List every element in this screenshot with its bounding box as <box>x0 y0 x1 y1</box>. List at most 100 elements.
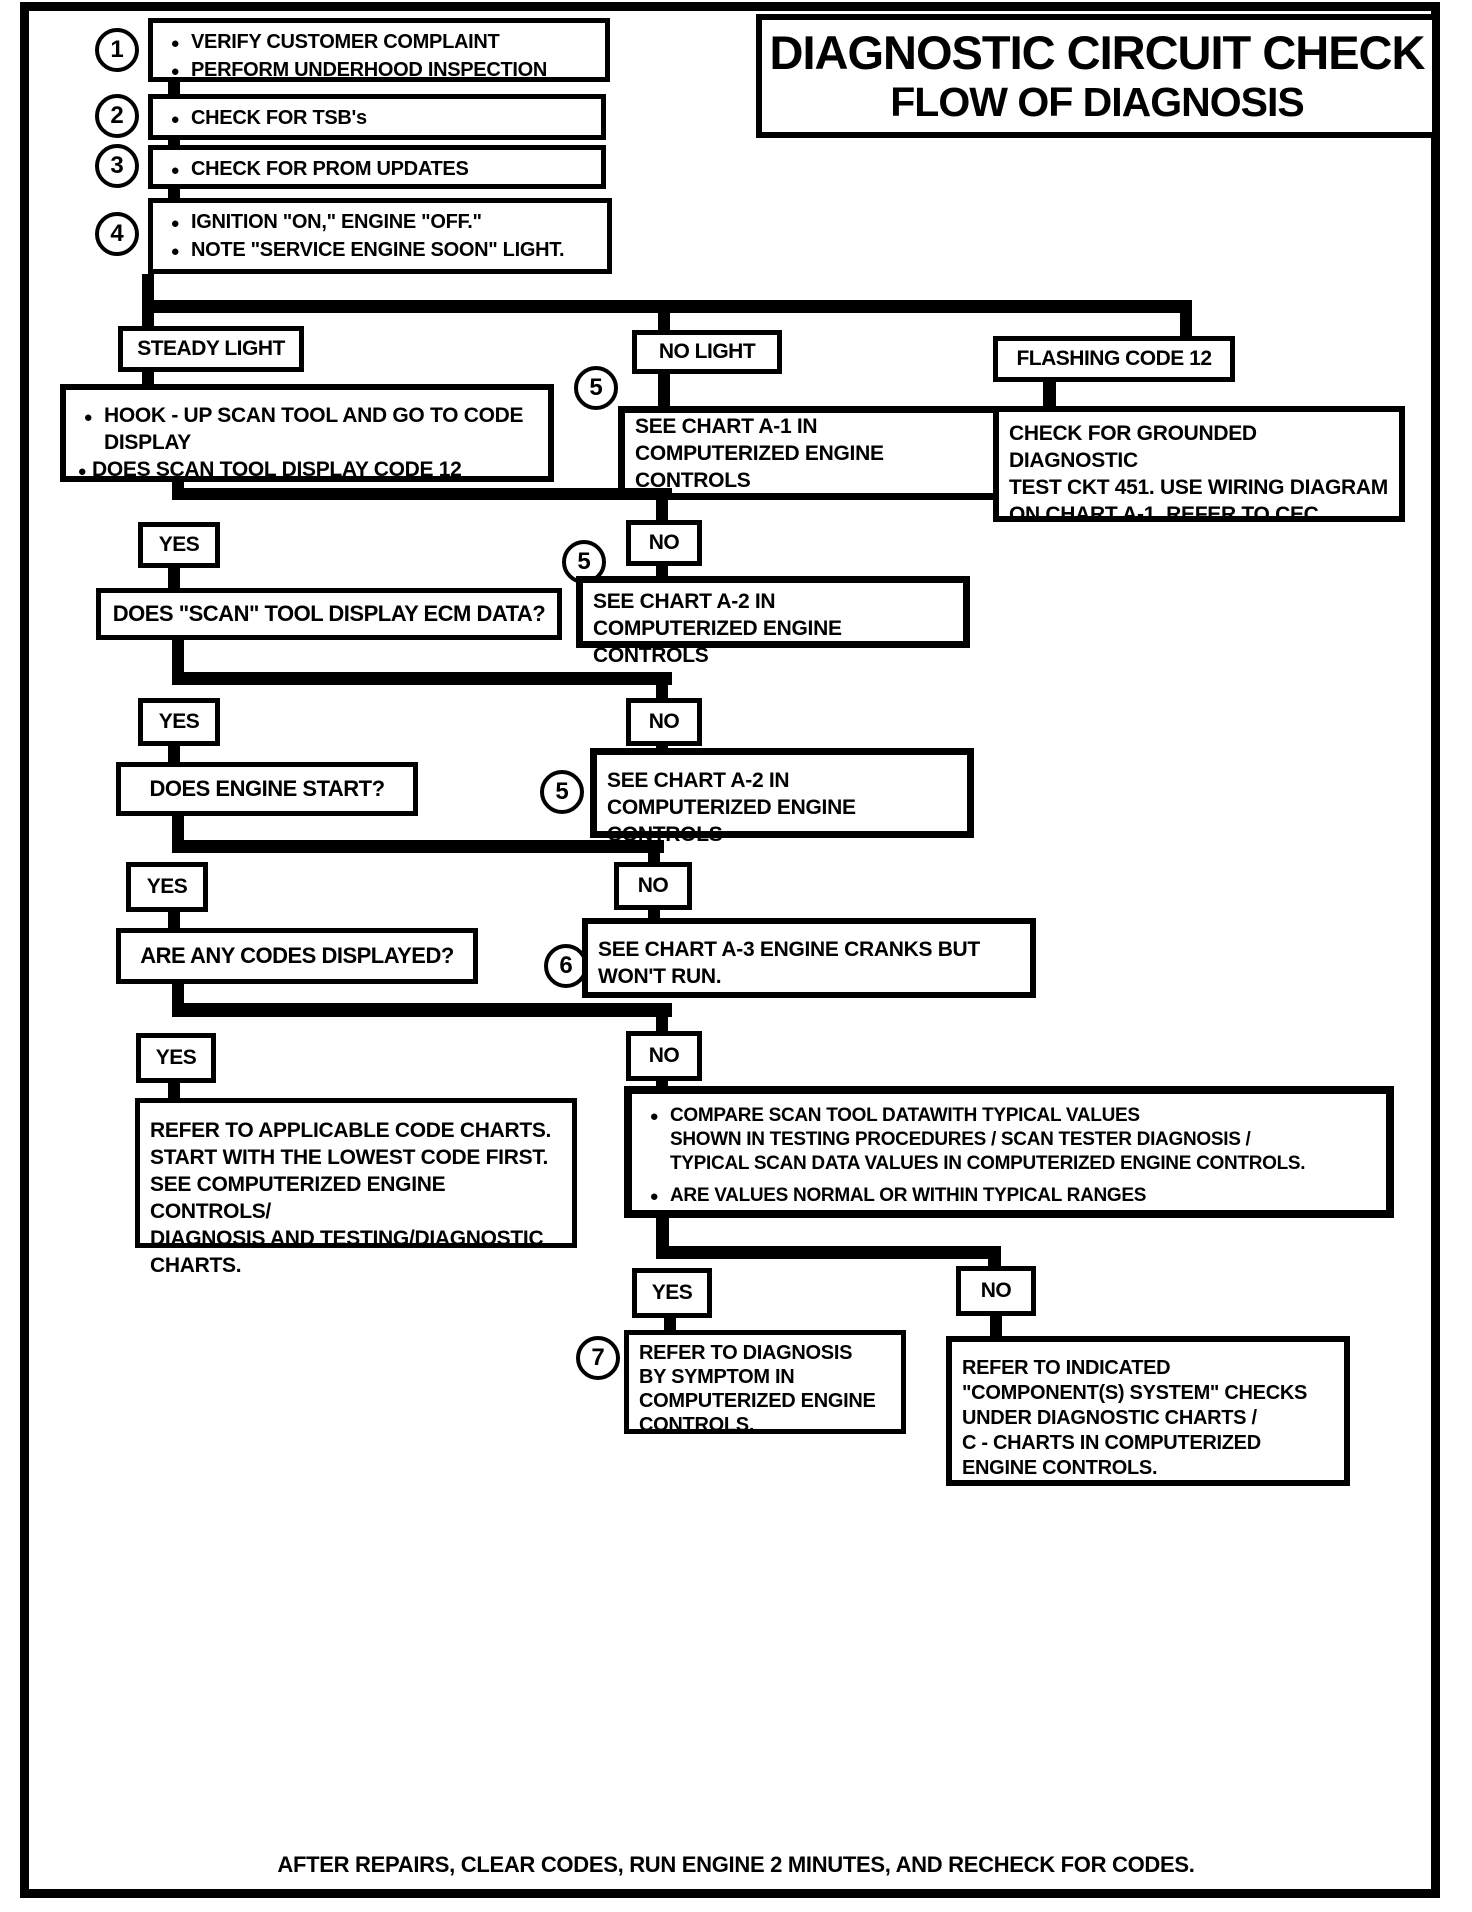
question-box-codes-displayed: ARE ANY CODES DISPLAYED? <box>116 928 478 984</box>
step-1-bullet-1: VERIFY CUSTOMER COMPLAINT <box>191 31 500 53</box>
step-box-4: IGNITION "ON," ENGINE "OFF." NOTE "SERVI… <box>148 198 612 274</box>
connector-line <box>1180 313 1192 337</box>
decision-label-no-5: NO <box>956 1266 1036 1316</box>
action-box-hookup-scan-tool: HOOK - UP SCAN TOOL AND GO TO CODE DISPL… <box>60 384 554 482</box>
connector-line <box>664 1318 676 1332</box>
bullet-icon <box>159 29 191 57</box>
page-title-line2: FLOW OF DIAGNOSIS <box>890 79 1304 125</box>
step-4-bullet-1: IGNITION "ON," ENGINE "OFF." <box>191 211 482 233</box>
action-box-refer-code-charts: REFER TO APPLICABLE CODE CHARTS. START W… <box>135 1098 577 1277</box>
step-number-4: 4 <box>110 220 124 247</box>
branch-label-no-light: NO LIGHT <box>632 330 782 374</box>
bullet-item: PERFORM UNDERHOOD INSPECTION <box>159 57 597 85</box>
step-number-badge-6: 6 <box>544 944 588 988</box>
step-number-5: 5 <box>589 374 603 401</box>
action-box-chart-a2-1: SEE CHART A-2 IN COMPUTERIZED ENGINE CON… <box>576 576 970 667</box>
connector-line <box>168 912 180 928</box>
bullet-icon <box>72 456 92 485</box>
bullet-item: VERIFY CUSTOMER COMPLAINT <box>159 29 597 57</box>
question-box-engine-start: DOES ENGINE START? <box>116 762 418 816</box>
step-number-badge-7: 7 <box>576 1336 620 1380</box>
connector-line <box>172 1003 672 1017</box>
page-frame <box>20 2 1440 1898</box>
step-box-1: VERIFY CUSTOMER COMPLAINT PERFORM UNDERH… <box>148 18 610 82</box>
step-number-badge-4: 4 <box>95 212 139 256</box>
bullet-item: CHECK FOR PROM UPDATES <box>159 156 593 184</box>
decision-label-yes-1: YES <box>138 522 220 568</box>
connector-line <box>168 140 180 146</box>
bullet-icon <box>159 237 191 265</box>
step-3-bullet-1: CHECK FOR PROM UPDATES <box>191 158 469 180</box>
connector-line <box>656 685 668 698</box>
step-box-2: CHECK FOR TSB's <box>148 94 606 140</box>
bullet-icon <box>72 402 104 456</box>
connector-line <box>656 1218 669 1254</box>
step-4-bullet-2: NOTE "SERVICE ENGINE SOON" LIGHT. <box>191 239 565 261</box>
step-number-badge-1: 1 <box>95 28 139 72</box>
step-2-bullet-1: CHECK FOR TSB's <box>191 107 367 129</box>
connector-line <box>168 1083 180 1098</box>
bullet-item: HOOK - UP SCAN TOOL AND GO TO CODE DISPL… <box>72 402 540 456</box>
step-box-3: CHECK FOR PROM UPDATES <box>148 145 606 189</box>
decision-label-no-4: NO <box>626 1031 702 1081</box>
bullet-icon <box>159 105 191 133</box>
step-number-3: 3 <box>110 152 124 179</box>
connector-line <box>168 746 180 762</box>
connector-line <box>656 1081 668 1086</box>
compare-bullet-1: COMPARE SCAN TOOL DATAWITH TYPICAL VALUE… <box>670 1105 1306 1174</box>
connector-line <box>142 300 1192 313</box>
decision-label-yes-5: YES <box>632 1268 712 1318</box>
step-number-badge-5c: 5 <box>540 770 584 814</box>
bullet-item: ARE VALUES NORMAL OR WITHIN TYPICAL RANG… <box>638 1184 1378 1209</box>
action-box-chart-a1: SEE CHART A-1 IN COMPUTERIZED ENGINE CON… <box>618 406 1012 500</box>
connector-line <box>988 1259 1001 1269</box>
connector-line <box>172 840 664 853</box>
connector-line <box>168 189 180 200</box>
step-number-1: 1 <box>110 36 124 63</box>
compare-bullet-2: ARE VALUES NORMAL OR WITHIN TYPICAL RANG… <box>670 1185 1147 1206</box>
bullet-item: NOTE "SERVICE ENGINE SOON" LIGHT. <box>159 237 599 265</box>
action-box-compare-scan-data: COMPARE SCAN TOOL DATAWITH TYPICAL VALUE… <box>624 1086 1394 1218</box>
connector-line <box>142 274 154 306</box>
decision-label-no-1: NO <box>626 520 702 566</box>
step-number-badge-3: 3 <box>95 144 139 188</box>
action-box-chart-a2-2: SEE CHART A-2 IN COMPUTERIZED ENGINE CON… <box>590 748 974 846</box>
decision-label-yes-4: YES <box>136 1033 216 1083</box>
bullet-icon <box>159 156 191 184</box>
action-box-grounded-check: CHECK FOR GROUNDED DIAGNOSTIC TEST CKT 4… <box>993 406 1405 526</box>
question-box-ecm-data: DOES "SCAN" TOOL DISPLAY ECM DATA? <box>96 588 562 640</box>
step-number-badge-5: 5 <box>574 366 618 410</box>
connector-line <box>172 672 672 685</box>
footer-note: AFTER REPAIRS, CLEAR CODES, RUN ENGINE 2… <box>277 1852 1195 1877</box>
connector-line <box>142 372 154 384</box>
bullet-item: COMPARE SCAN TOOL DATAWITH TYPICAL VALUE… <box>638 1104 1378 1176</box>
decision-label-yes-3: YES <box>126 862 208 912</box>
connector-line <box>656 1246 1001 1259</box>
connector-line <box>990 1316 1002 1338</box>
branch-label-steady-light: STEADY LIGHT <box>118 326 304 372</box>
bullet-item: DOES SCAN TOOL DISPLAY CODE 12 <box>72 456 540 485</box>
step-number-5c: 5 <box>555 778 569 805</box>
bullet-icon <box>638 1184 670 1209</box>
bullet-icon <box>159 57 191 85</box>
step-number-6: 6 <box>559 952 573 979</box>
step-1-bullet-2: PERFORM UNDERHOOD INSPECTION <box>191 59 548 81</box>
connector-line <box>658 374 670 410</box>
step-number-7: 7 <box>591 1344 605 1371</box>
action-box-chart-a3: SEE CHART A-3 ENGINE CRANKS BUT WON'T RU… <box>582 918 1036 998</box>
page-title-line1: DIAGNOSTIC CIRCUIT CHECK <box>769 26 1426 79</box>
connector-line <box>142 313 154 327</box>
bullet-item: CHECK FOR TSB's <box>159 105 593 133</box>
decision-label-yes-2: YES <box>138 698 220 746</box>
title-box: DIAGNOSTIC CIRCUIT CHECK FLOW OF DIAGNOS… <box>756 14 1438 138</box>
connector-line <box>648 910 660 918</box>
connector-line <box>1043 382 1056 410</box>
hookup-bullet-1: HOOK - UP SCAN TOOL AND GO TO CODE DISPL… <box>104 404 524 454</box>
step-number-2: 2 <box>110 102 124 129</box>
step-number-badge-2: 2 <box>95 94 139 138</box>
bullet-icon <box>638 1104 670 1176</box>
bullet-icon <box>159 209 191 237</box>
branch-label-flashing-code-12: FLASHING CODE 12 <box>993 336 1235 382</box>
hookup-bullet-2: DOES SCAN TOOL DISPLAY CODE 12 <box>92 458 462 481</box>
